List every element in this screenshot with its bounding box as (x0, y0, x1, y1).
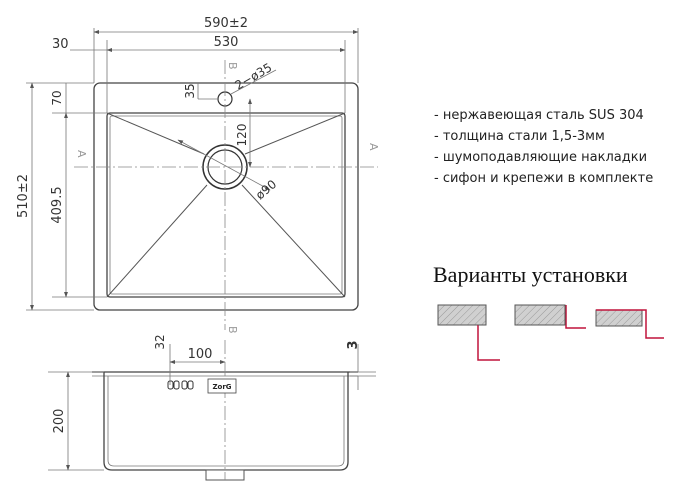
tap-hole-offset-label: 35 (183, 83, 197, 98)
sink-rim-outline (93, 82, 359, 311)
feature-item-thickness: - толщина стали 1,5-3мм (434, 129, 605, 144)
section-view: ZorG 32 100 3 200 (48, 334, 376, 481)
section-a-left: A (75, 150, 88, 158)
sink-bowl-outline (106, 112, 346, 298)
feature-list: - нержавеющая сталь SUS 304 - толщина ст… (434, 105, 653, 189)
plan-view: A A B B 590±2 530 30 510±2 40 (16, 16, 380, 334)
variant-top-mount-icon (595, 309, 664, 339)
bowl-height-label: 200 (52, 409, 67, 434)
overflow-offset-label: 100 (188, 347, 213, 362)
overall-depth-label: 510±2 (16, 174, 31, 218)
section-markers: A A B B (75, 62, 380, 334)
rim-offset-label: 30 (52, 37, 69, 52)
bowl-slope-lines (106, 112, 346, 298)
overflow-holes (167, 380, 194, 390)
section-b-bottom: B (226, 326, 239, 334)
brand-plate: ZorG (207, 378, 237, 394)
feature-item-pads: - шумоподавляющие накладки (434, 150, 648, 165)
section-a-right: A (367, 143, 380, 151)
bowl-depth-label: 409.5 (50, 186, 65, 223)
bowl-width-label: 530 (214, 35, 239, 50)
drain-diameter-label: ø90 (253, 177, 279, 202)
overall-width-label: 590±2 (204, 16, 248, 31)
overflow-height-label: 32 (153, 334, 167, 349)
top-offset-label: 70 (50, 90, 64, 105)
feature-item-steel: - нержавеющая сталь SUS 304 (434, 108, 644, 123)
drain-distance-label: 120 (235, 124, 249, 147)
feature-item-siphon: - сифон и крепежи в комплекте (434, 171, 654, 186)
installation-title: Варианты установки (433, 262, 628, 287)
width-dimensions: 590±2 530 30 (52, 16, 359, 113)
variant-flush-mount-icon (514, 304, 586, 329)
depth-dimensions: 510±2 409.5 70 (16, 82, 107, 311)
variant-undermount-icon (437, 304, 500, 361)
brand-mark: ZorG (212, 383, 231, 391)
installation-variants (437, 304, 664, 361)
section-b-top: B (226, 62, 239, 70)
rim-thickness-label: 3 (346, 340, 361, 349)
